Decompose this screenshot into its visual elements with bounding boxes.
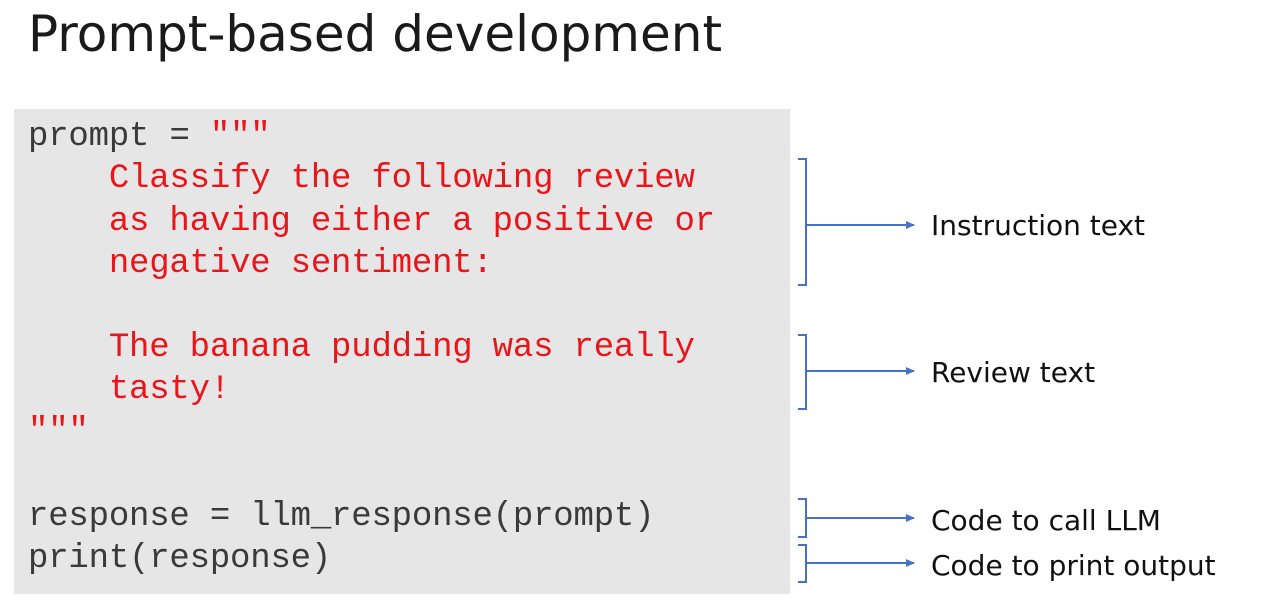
prompt-instruction-line-3: negative sentiment: [28, 245, 493, 283]
call-llm-bracket-group [798, 498, 915, 538]
label-code-call-llm: Code to call LLM [931, 504, 1161, 537]
code-string-quote-open: """ [209, 118, 271, 156]
code-operator: = [149, 118, 210, 156]
prompt-instruction-line-2: as having either a positive or [28, 203, 715, 241]
label-code-print-output: Code to print output [931, 549, 1216, 582]
slide-title: Prompt-based development [28, 5, 723, 63]
label-instruction-text: Instruction text [931, 209, 1146, 242]
code-block: prompt = """ Classify the following revi… [14, 109, 790, 594]
prompt-review-line-2: tasty! [28, 371, 231, 409]
call-llm-bracket [798, 498, 807, 538]
code-line-call-llm: response = llm_response(prompt) [28, 498, 655, 536]
instruction-bracket [798, 158, 807, 286]
review-bracket-group [798, 334, 915, 410]
code-variable: prompt [28, 118, 150, 156]
instruction-bracket-group [798, 158, 915, 286]
label-review-text: Review text [931, 356, 1096, 389]
code-line-prompt-assign: prompt = """ [28, 117, 271, 157]
prompt-review-line-1: The banana pudding was really [28, 329, 695, 367]
print-output-bracket [798, 544, 807, 583]
code-line-print: print(response) [28, 540, 332, 578]
code-string-quote-close: """ [28, 413, 89, 451]
prompt-instruction-line-1: Classify the following review [28, 160, 695, 198]
review-bracket [798, 334, 807, 410]
print-output-bracket-group [798, 544, 915, 583]
